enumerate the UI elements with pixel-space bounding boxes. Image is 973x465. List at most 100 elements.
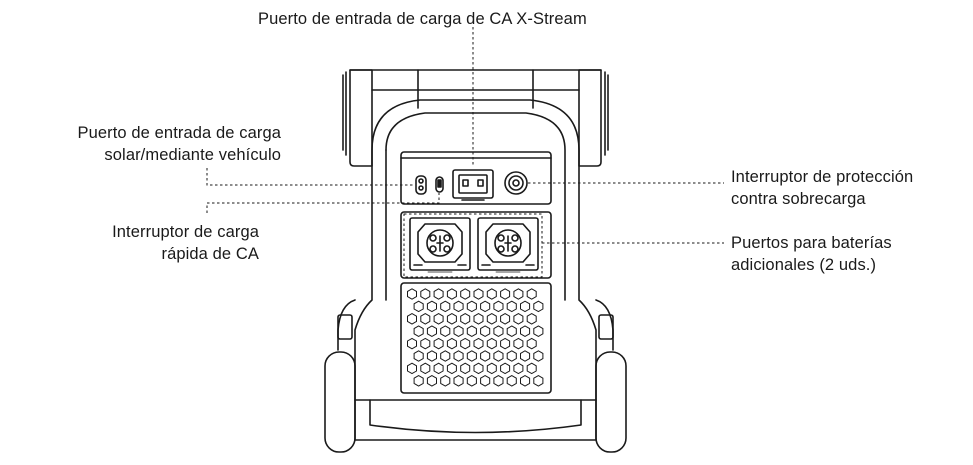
vent-hole [440, 300, 451, 313]
vent-hole [480, 375, 491, 387]
vent-hole [520, 300, 531, 313]
vent-hole [493, 375, 504, 387]
vent-hole [486, 288, 497, 300]
vent-hole [486, 313, 497, 325]
side-bumpers [337, 299, 614, 351]
label-ac-fast-switch-line2: rápida de CA [161, 245, 259, 263]
vent-hole [500, 362, 511, 375]
vent-hole [493, 325, 504, 337]
label-ac-fast-switch: Interruptor de carga rápida de CA [112, 221, 259, 265]
vent-hole [486, 362, 497, 375]
vent-hole [420, 313, 431, 325]
label-overload-switch-line2: contra sobrecarga [731, 190, 866, 208]
vent-hole [446, 362, 457, 375]
label-battery-ports: Puertos para baterías adicionales (2 uds… [731, 232, 892, 276]
vent-hole [433, 313, 444, 325]
vent-hole [453, 300, 464, 313]
vent-hole [420, 288, 431, 300]
vent-hole [533, 375, 544, 387]
vent-hole [426, 350, 437, 362]
solar-input-port-icon [415, 175, 427, 195]
vent-hole [473, 313, 484, 325]
ac-input-port-icon [452, 169, 494, 201]
vent-hole [526, 362, 537, 375]
vent-hole [446, 337, 457, 350]
label-overload-switch-line1: Interruptor de protección [731, 168, 914, 186]
vent-hole [466, 375, 477, 387]
vent-hole [493, 300, 504, 313]
label-battery-ports-line2: adicionales (2 uds.) [731, 256, 877, 274]
label-ac-input: Puerto de entrada de carga de CA X-Strea… [258, 10, 587, 28]
vent-hole [453, 375, 464, 387]
label-solar-input: Puerto de entrada de carga solar/mediant… [78, 122, 282, 166]
vent-hole [466, 300, 477, 313]
vent-hole [513, 362, 524, 375]
label-battery-ports-line1: Puertos para baterías [731, 234, 892, 252]
vent-grille [400, 282, 552, 394]
vent-hole [453, 325, 464, 337]
vent-hole [493, 350, 504, 362]
vent-hole [513, 288, 524, 300]
vent-hole [506, 375, 517, 387]
vent-hole [466, 350, 477, 362]
label-overload-switch: Interruptor de protección contra sobreca… [731, 166, 913, 210]
vent-hole [520, 325, 531, 337]
vent-hole [500, 313, 511, 325]
vent-hole [506, 300, 517, 313]
vent-hole [526, 337, 537, 350]
vent-hole [413, 350, 424, 362]
vent-hole [440, 325, 451, 337]
vent-hole [500, 288, 511, 300]
control-panel [400, 151, 552, 205]
vent-hole [473, 288, 484, 300]
vent-hole [520, 350, 531, 362]
vent-hole [533, 325, 544, 337]
vent-hole [486, 337, 497, 350]
ac-fast-charge-switch-icon [435, 176, 444, 193]
label-solar-input-line1: Puerto de entrada de carga [77, 124, 281, 142]
vent-hole [433, 337, 444, 350]
battery-port-1-icon [409, 217, 471, 273]
vent-hole [473, 337, 484, 350]
vent-hole [480, 350, 491, 362]
top-handle [342, 69, 609, 167]
label-solar-input-line2: solar/mediante vehículo [104, 146, 281, 164]
vent-hole [420, 362, 431, 375]
base [354, 399, 597, 441]
vent-hole [466, 325, 477, 337]
vent-hole [433, 288, 444, 300]
vent-hole [446, 288, 457, 300]
vent-hole [480, 300, 491, 313]
vent-hole [407, 313, 417, 325]
vent-hole [460, 288, 471, 300]
vent-hole [440, 375, 451, 387]
battery-port-2-icon [477, 217, 539, 273]
leader-lines [206, 27, 724, 278]
vent-hole [460, 337, 471, 350]
vent-hole [413, 325, 424, 337]
vent-hole [426, 300, 437, 313]
vent-holes [407, 288, 544, 387]
vent-hole [407, 288, 417, 300]
vent-hole [533, 350, 544, 362]
vent-hole [526, 313, 537, 325]
vent-hole [433, 362, 444, 375]
vent-hole [446, 313, 457, 325]
battery-ports-panel [400, 211, 552, 279]
overload-switch-icon [504, 171, 528, 195]
vent-hole [426, 325, 437, 337]
vent-hole [413, 375, 424, 387]
vent-hole [460, 362, 471, 375]
vent-hole [407, 362, 417, 375]
vent-hole [533, 300, 544, 313]
vent-hole [420, 337, 431, 350]
vent-hole [513, 337, 524, 350]
vent-hole [506, 325, 517, 337]
vent-hole [473, 362, 484, 375]
vent-hole [460, 313, 471, 325]
vent-hole [500, 337, 511, 350]
label-ac-fast-switch-line1: Interruptor de carga [112, 223, 259, 241]
vent-hole [426, 375, 437, 387]
vent-hole [407, 337, 417, 350]
